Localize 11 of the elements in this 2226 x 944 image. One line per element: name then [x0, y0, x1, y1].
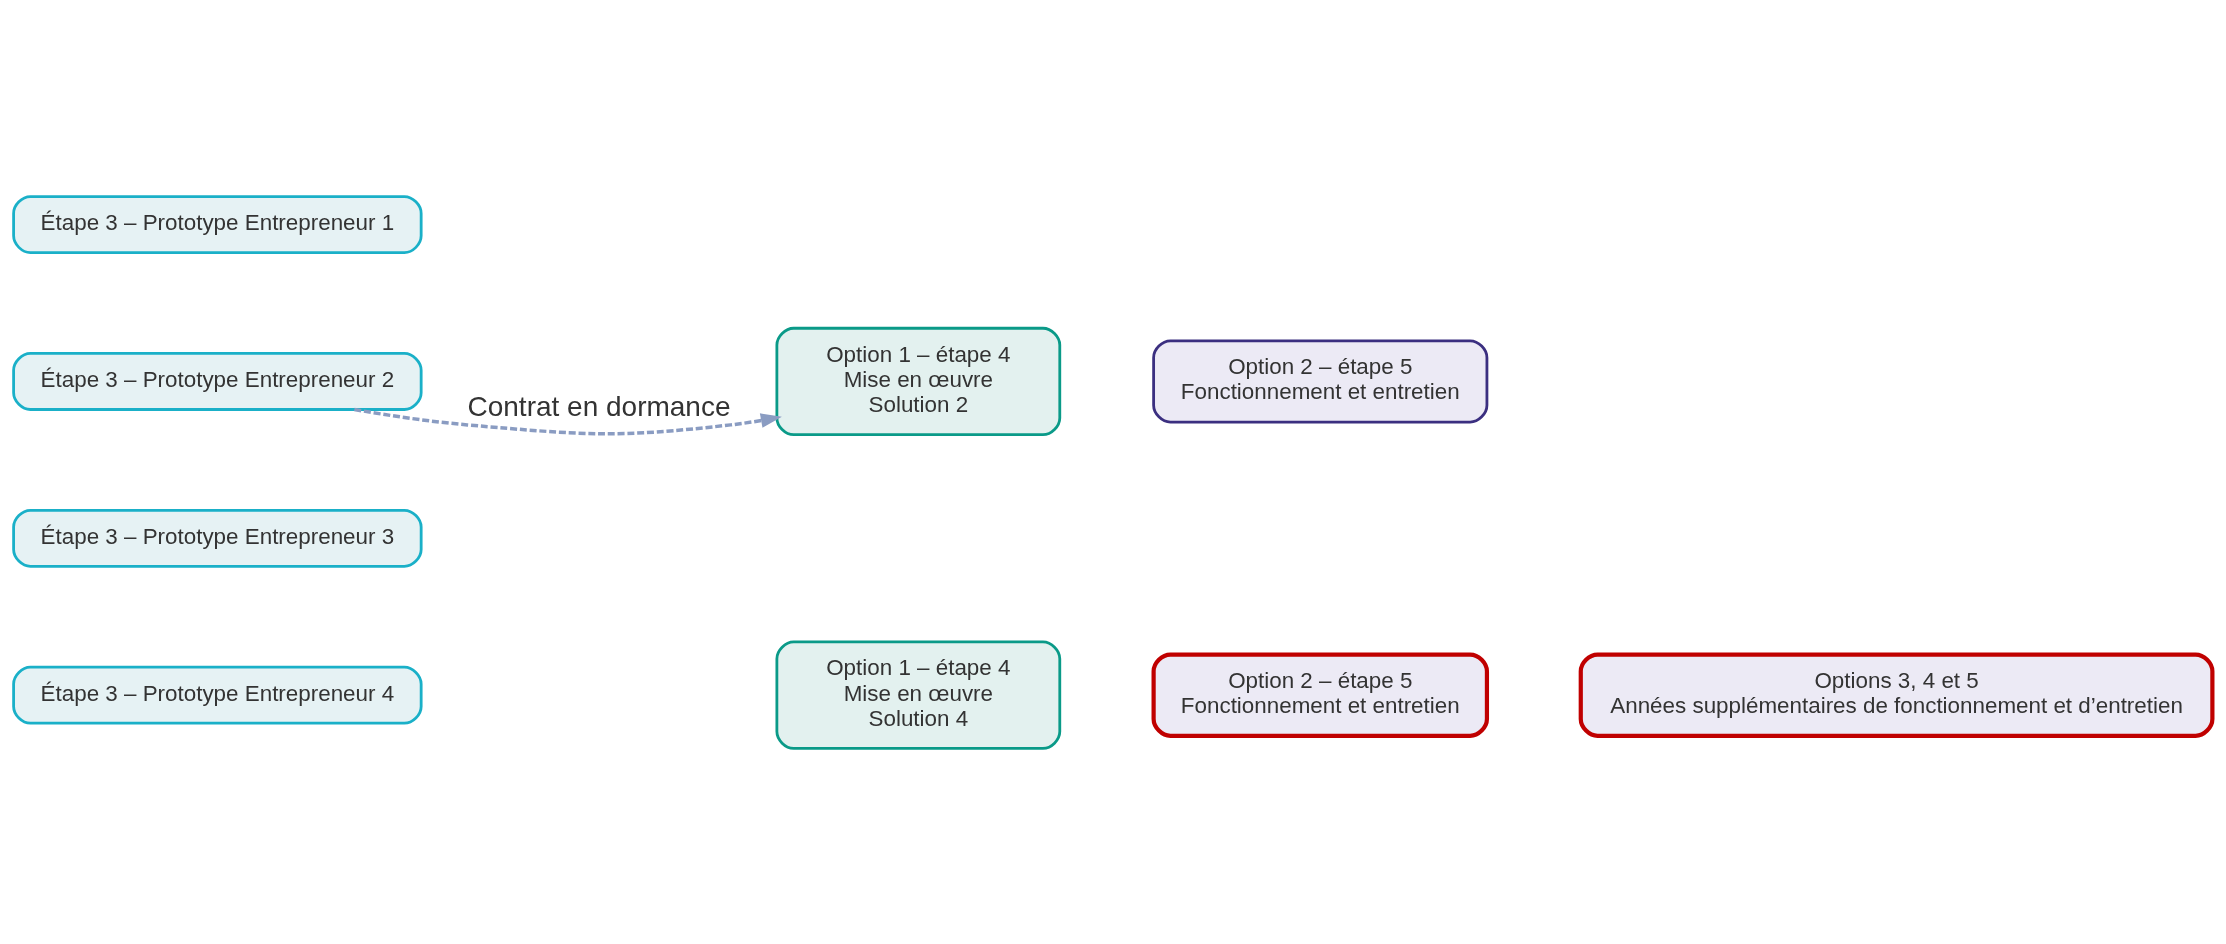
node-box: Option 2 – étape 5 Fonctionnement et entretien — [1152, 338, 1489, 423]
node-box: Étape 3 – Prototype Entrepreneur 3 — [12, 508, 423, 568]
node-box: Étape 3 – Prototype Entrepreneur 4 — [12, 665, 423, 725]
node-box: Étape 3 – Prototype Entrepreneur 1 — [12, 194, 423, 254]
node-box: Option 1 – étape 4 Mise en œuvre Solution 4 — [775, 640, 1062, 750]
arrow — [354, 407, 782, 435]
node-box: Options 3, 4 et 5 Années supplémentaires de fonctionnement et d’entretien — [1578, 651, 2215, 738]
node-box: Option 1 – étape 4 Mise en œuvre Solution 2 — [775, 326, 1062, 436]
node-box: Étape 3 – Prototype Entrepreneur 2 — [12, 351, 423, 411]
edge-label: Contrat en dormance — [467, 390, 731, 422]
node-box: Option 2 – étape 5 Fonctionnement et entretien — [1151, 651, 1490, 738]
